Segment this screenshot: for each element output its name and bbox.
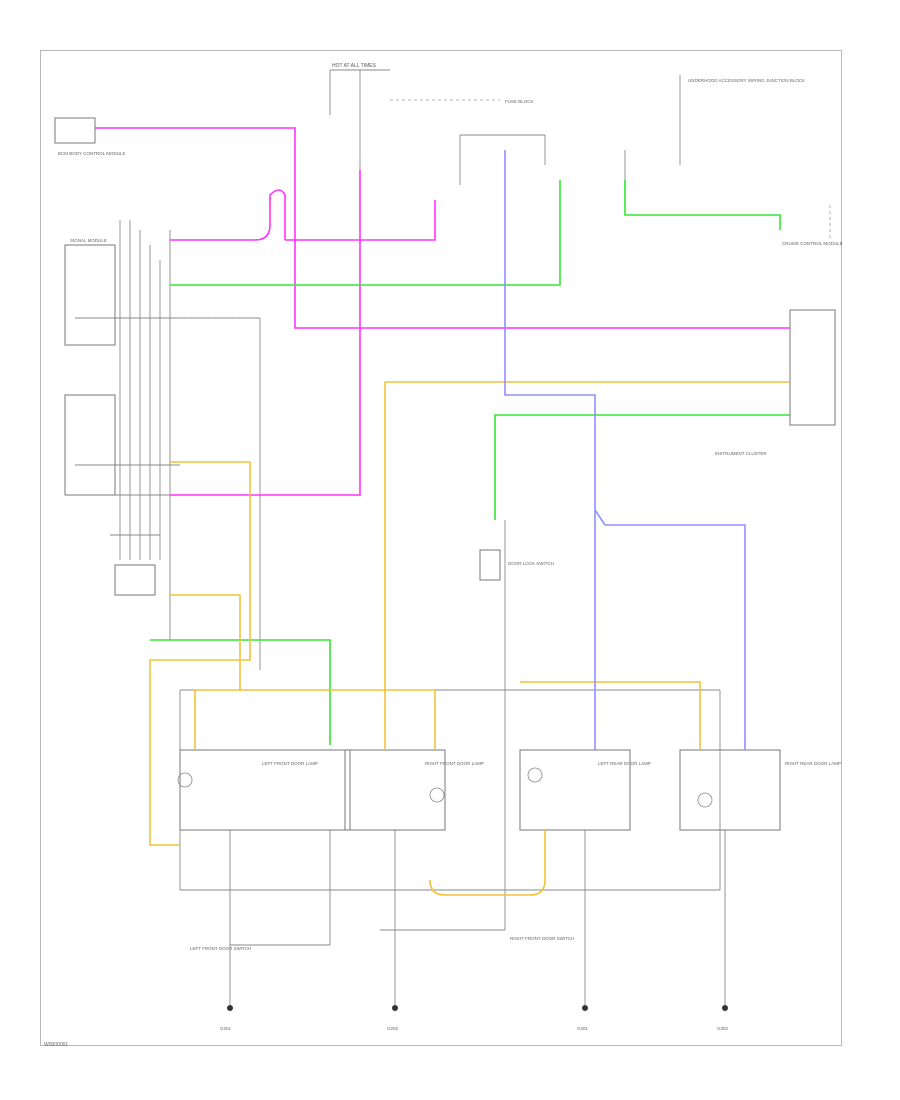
ground-2-label: G202 bbox=[387, 1026, 399, 1031]
ground-1-label: G201 bbox=[220, 1026, 232, 1031]
instrument-cluster-label: INSTRUMENT CLUSTER bbox=[715, 451, 767, 456]
ground-3-symbol bbox=[582, 1005, 588, 1011]
diagram-labels: HOT AT ALL TIMES FUSE BLOCK UNDERHOOD AC… bbox=[58, 63, 843, 1031]
green-wires bbox=[150, 180, 790, 745]
fuse-block-label: FUSE BLOCK bbox=[505, 99, 534, 104]
diagram-code: W0000001 bbox=[44, 1042, 69, 1048]
ground-1-symbol bbox=[227, 1005, 233, 1011]
left-door-switch-label: LEFT FRONT DOOR SWITCH bbox=[190, 946, 251, 951]
component-boxes bbox=[54, 117, 836, 831]
rr-lamp-label: RIGHT REAR DOOR LAMP bbox=[785, 761, 841, 766]
blue-wires bbox=[504, 150, 746, 750]
lf-lamp-label: LEFT FRONT DOOR LAMP bbox=[262, 761, 318, 766]
top-right-box-label: UNDERHOOD ACCESSORY WIRING JUNCTION BLOC… bbox=[688, 78, 805, 83]
ground-4-label: G302 bbox=[717, 1026, 729, 1031]
left-top-box-label: BCM BODY CONTROL MODULE bbox=[58, 151, 126, 156]
rf-lamp-label: RIGHT FRONT DOOR LAMP bbox=[425, 761, 484, 766]
yellow-wires bbox=[149, 381, 790, 896]
right-door-switch-label: RIGHT FRONT DOOR SWITCH bbox=[510, 936, 574, 941]
ground-symbols bbox=[227, 1005, 728, 1011]
ground-4-symbol bbox=[722, 1005, 728, 1011]
signal-module-label: SIGNAL MODULE bbox=[70, 238, 107, 243]
ground-3-label: G301 bbox=[577, 1026, 589, 1031]
diagram-frame bbox=[40, 50, 842, 1046]
black-wires bbox=[75, 69, 831, 1005]
hot-at-all-times-label: HOT AT ALL TIMES bbox=[332, 63, 377, 69]
door-lock-switch-label: DOOR LOCK SWITCH bbox=[508, 561, 554, 566]
ground-2-symbol bbox=[392, 1005, 398, 1011]
pink-wires bbox=[95, 127, 790, 496]
lr-lamp-label: LEFT REAR DOOR LAMP bbox=[598, 761, 651, 766]
cruise-module-label: CRUISE CONTROL MODULE bbox=[782, 241, 843, 246]
